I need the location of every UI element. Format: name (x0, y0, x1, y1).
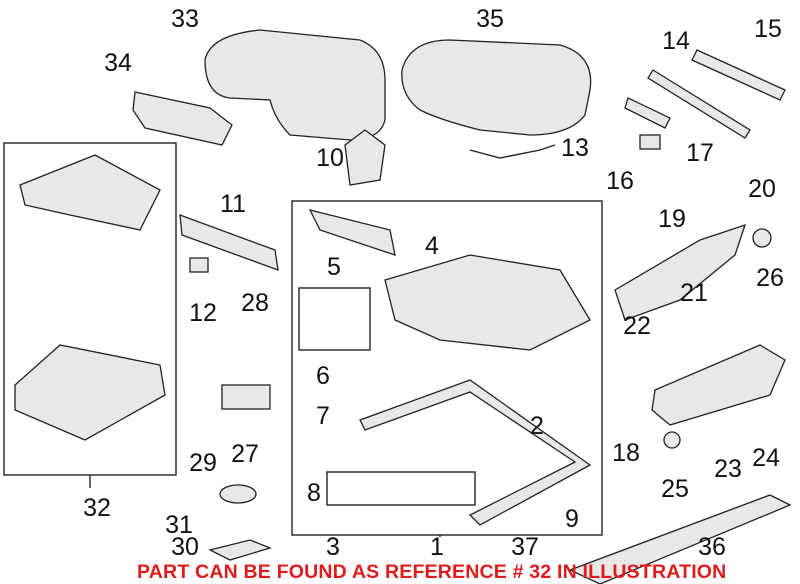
part-9-track (359, 379, 592, 526)
part-10-bracket (344, 129, 386, 186)
part-1-frame (384, 254, 591, 351)
part-35-cushion (401, 39, 592, 136)
callout-16: 16 (606, 167, 634, 195)
callout-32: 32 (83, 494, 111, 522)
callout-35: 35 (476, 5, 504, 33)
callout-7: 7 (316, 402, 330, 430)
part-32-assembly (14, 344, 166, 441)
callout-15: 15 (754, 15, 782, 43)
callout-11: 11 (220, 190, 246, 218)
callout-26: 26 (756, 264, 784, 292)
callout-2: 2 (530, 412, 544, 440)
callout-9: 9 (565, 505, 579, 533)
part-20-knob (752, 228, 772, 248)
callout-3: 3 (326, 533, 340, 561)
box-1 (291, 200, 603, 536)
reference-note: PART CAN BE FOUND AS REFERENCE # 32 IN I… (137, 561, 727, 583)
callout-14: 14 (662, 27, 690, 55)
callout-12: 12 (189, 299, 217, 327)
callout-10: 10 (316, 144, 344, 172)
part-14-rail (647, 69, 751, 139)
part-25-knob (663, 431, 681, 449)
box-5 (298, 287, 371, 351)
callout-34: 34 (104, 49, 132, 77)
callout-6: 6 (316, 362, 330, 390)
part-18-side-cover (651, 344, 786, 426)
part-27-module (221, 384, 271, 410)
callout-21: 21 (680, 279, 708, 307)
part-16-clip (639, 134, 661, 150)
part-11-trim (179, 214, 279, 271)
callout-5: 5 (327, 253, 341, 281)
callout-13: 13 (561, 134, 589, 162)
part-4-shield (308, 209, 396, 256)
part-36-panel (568, 494, 792, 584)
callout-37: 37 (511, 533, 539, 561)
callout-25: 25 (661, 475, 689, 503)
callout-24: 24 (752, 444, 780, 472)
box-8 (326, 471, 476, 506)
part-17-bracket (624, 97, 671, 129)
callout-31: 31 (165, 511, 193, 539)
callout-23: 23 (714, 455, 742, 483)
part-19-trim (614, 223, 747, 321)
callout-4: 4 (425, 232, 439, 260)
callout-22: 22 (623, 312, 651, 340)
callout-1: 1 (430, 533, 444, 561)
callout-18: 18 (612, 439, 640, 467)
callout-20: 20 (748, 175, 776, 203)
part-shapes (14, 29, 792, 584)
callout-19: 19 (658, 205, 686, 233)
callout-33: 33 (171, 5, 199, 33)
part-33-cushion-cover (204, 29, 386, 141)
callout-17: 17 (686, 139, 714, 167)
part-29-motor (219, 484, 257, 504)
part-12-clip (189, 257, 209, 273)
callout-30: 30 (171, 533, 199, 561)
part-30-bracket (208, 539, 272, 561)
part-15-rail (691, 49, 786, 101)
group-boxes (3, 142, 603, 537)
part-34-panel (132, 91, 233, 146)
callout-27: 27 (231, 440, 259, 468)
part-13-rod (469, 144, 556, 159)
callout-28: 28 (241, 289, 269, 317)
callout-36: 36 (698, 533, 726, 561)
callout-29: 29 (189, 449, 217, 477)
callout-8: 8 (307, 479, 321, 507)
part-32-back (19, 154, 161, 231)
